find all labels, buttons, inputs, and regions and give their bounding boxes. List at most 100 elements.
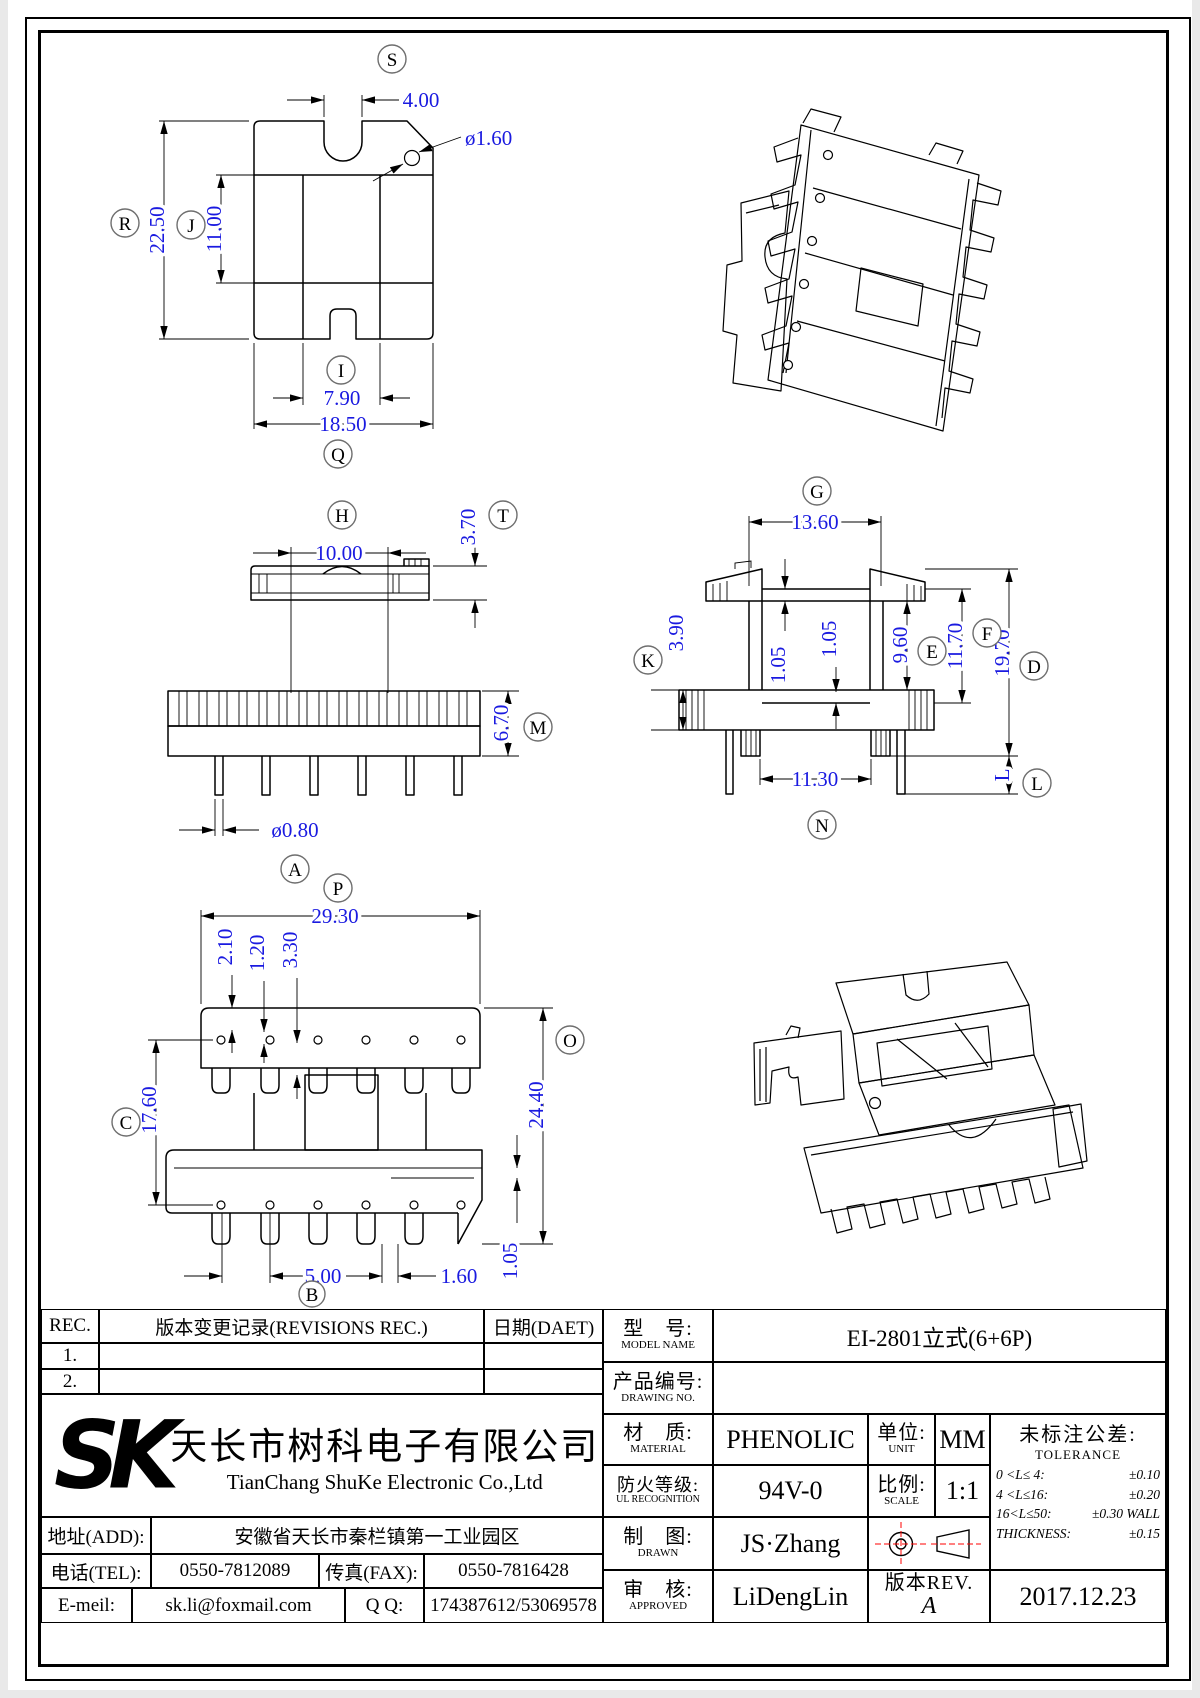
tolerance-line: 16<L≤50:±0.30 WALL (996, 1506, 1160, 1522)
email-value: sk.li@foxmail.com (132, 1588, 345, 1623)
dim-D: 19.70 (990, 629, 1014, 676)
unit-value: MM (935, 1414, 990, 1465)
dim-M: 6.70 (489, 705, 513, 742)
tolerance-cell: 未标注公差: TOLERANCE 0 <L≤ 4:±0.10 4 <L≤16:±… (990, 1414, 1166, 1570)
dim-L: L (990, 769, 1014, 782)
tel-value: 0550-7812089 (151, 1554, 319, 1588)
dim-R: 22.50 (145, 206, 169, 253)
dim-hole-dia: ø1.60 (465, 126, 512, 150)
approved-label: 审 核:APPROVED (603, 1570, 713, 1623)
dim-G: 13.60 (791, 510, 838, 534)
dim-tooth: 1.60 (441, 1264, 478, 1288)
dim-slot-b: 1.20 (245, 935, 269, 972)
dim-N: 11.30 (792, 767, 838, 791)
dim-C: 17.60 (137, 1086, 161, 1133)
tolerance-line: 4 <L≤16:±0.20 (996, 1486, 1160, 1502)
svg-text:J: J (187, 216, 194, 237)
rec-row-2: 2. (41, 1369, 99, 1394)
dim-mr-105b: 1.05 (817, 621, 841, 658)
tolerance-line: THICKNESS:±0.15 (996, 1525, 1160, 1541)
iso-view-top-side (753, 961, 1088, 1234)
rev-cell: 版本REV.A (868, 1570, 990, 1623)
end-view: 13.60 3.90 1.05 1.05 9.60 11.70 19.70 (651, 507, 1018, 795)
dim-wall: 1.05 (498, 1243, 522, 1280)
company-name-en: TianChang ShuKe Electronic Co.,Ltd (226, 1470, 543, 1494)
balloon-N: N (807, 810, 837, 840)
email-label: E-meil: (41, 1588, 132, 1623)
first-angle-projection-icon (875, 1521, 981, 1566)
svg-text:N: N (815, 816, 829, 837)
svg-text:E: E (926, 642, 938, 663)
approved-value: LiDengLin (713, 1570, 868, 1623)
svg-text:K: K (641, 651, 655, 672)
svg-text:F: F (982, 624, 993, 645)
dim-Q: 18.50 (319, 412, 366, 436)
balloon-C: C (111, 1107, 141, 1137)
scale-label: 比例:SCALE (868, 1465, 935, 1517)
fire-rating-label: 防火等级:UL RECOGNITION (603, 1465, 713, 1517)
unit-label: 单位:UNIT (868, 1414, 935, 1465)
dim-O: 24.40 (524, 1081, 548, 1128)
wire-hole (403, 149, 421, 167)
top-view: 4.00 ø1.60 22.50 11.00 7.90 18.50 (142, 85, 516, 440)
scale-value: 1:1 (935, 1465, 990, 1517)
svg-text:A: A (288, 860, 302, 881)
iso-view-bottom-side (722, 108, 1002, 432)
dim-I: 7.90 (324, 386, 361, 410)
balloon-M: M (523, 712, 553, 742)
drawn-label: 制 图:DRAWN (603, 1517, 713, 1570)
tolerance-line: 0 <L≤ 4:±0.10 (996, 1467, 1160, 1482)
rec-row-1-date (484, 1343, 603, 1369)
drawing-sheet: 4.00 ø1.60 22.50 11.00 7.90 18.50 (8, 0, 1192, 1690)
qq-value: 174387612/53069578 (424, 1588, 603, 1623)
date-value: 2017.12.23 (990, 1570, 1166, 1623)
dim-A: ø0.80 (271, 818, 318, 842)
fax-label: 传真(FAX): (319, 1554, 424, 1588)
svg-text:H: H (335, 506, 349, 527)
rec-header: REC. (41, 1309, 99, 1343)
model-value: EI-2801立式(6+6P) (713, 1309, 1166, 1362)
date-header: 日期(DAET) (484, 1309, 603, 1343)
rec-row-1-desc (99, 1343, 484, 1369)
dim-F: 11.70 (943, 623, 967, 669)
svg-text:D: D (1027, 657, 1041, 678)
fax-value: 0550-7816428 (424, 1554, 603, 1588)
qq-label: Q Q: (345, 1588, 424, 1623)
company-name-cn: 天长市树科电子有限公司 (170, 1427, 600, 1468)
svg-text:T: T (497, 506, 509, 527)
balloon-labels: S R J I Q H T M A G K E F D L N P C O B (110, 44, 1052, 1308)
balloon-I: I (326, 355, 356, 385)
tel-label: 电话(TEL): (41, 1554, 151, 1588)
dim-slot-c: 3.30 (278, 932, 302, 969)
balloon-O: O (555, 1025, 585, 1055)
company-block: SK 天长市树科电子有限公司 TianChang ShuKe Electroni… (41, 1394, 603, 1517)
dim-S: 4.00 (403, 88, 440, 112)
balloon-F: F (972, 618, 1002, 648)
dim-mr-105a: 1.05 (766, 647, 790, 684)
bottom-view: 29.30 2.10 1.20 3.30 17.60 24.40 1.05 (134, 901, 553, 1292)
sheet-inner-border (38, 30, 1169, 1667)
svg-text:R: R (119, 214, 132, 235)
dim-H: 10.00 (315, 541, 362, 565)
balloon-A: A (280, 854, 310, 884)
svg-text:O: O (563, 1031, 577, 1052)
drawn-value: JS·Zhang (713, 1517, 868, 1570)
side-view: 10.00 3.70 6.70 ø0.80 (167, 505, 519, 846)
dim-slot-a: 2.10 (213, 929, 237, 966)
projection-symbol-cell (868, 1517, 990, 1570)
material-value: PHENOLIC (713, 1414, 868, 1465)
svg-text:Q: Q (331, 445, 345, 466)
balloon-S: S (377, 44, 407, 74)
balloon-P: P (323, 873, 353, 903)
company-logo: SK (54, 1400, 180, 1510)
balloon-H: H (327, 500, 357, 530)
fire-rating-value: 94V-0 (713, 1465, 868, 1517)
dim-J: 11.00 (202, 206, 226, 252)
balloon-B: B (298, 1280, 326, 1308)
balloon-R: R (110, 208, 140, 238)
rec-row-2-date (484, 1369, 603, 1394)
drawing-area: 4.00 ø1.60 22.50 11.00 7.90 18.50 (110, 44, 1088, 1308)
balloon-D: D (1019, 651, 1049, 681)
rec-row-2-desc (99, 1369, 484, 1394)
balloon-K: K (633, 645, 663, 675)
